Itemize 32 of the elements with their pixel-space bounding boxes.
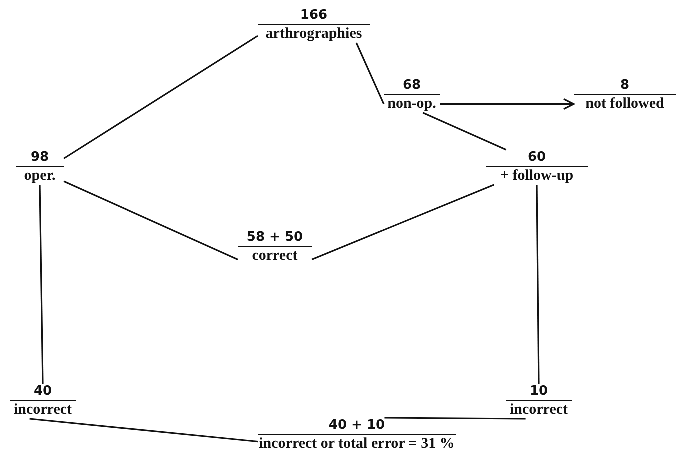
connector-line xyxy=(384,417,526,420)
connector-line xyxy=(536,185,540,384)
count-number: 166 xyxy=(258,8,370,25)
fraction-label xyxy=(258,8,370,43)
connector-line xyxy=(64,35,258,160)
connector-line xyxy=(356,42,385,105)
count-number: 68 xyxy=(384,78,440,95)
connector-line xyxy=(64,180,238,260)
fraction-label xyxy=(486,150,588,185)
fraction-label xyxy=(16,150,64,185)
category-label: incorrect or total error = 31 % xyxy=(258,435,456,453)
count-number: 98 xyxy=(16,150,64,167)
connector-line xyxy=(39,184,44,384)
connector-line xyxy=(30,418,258,443)
count-number: 10 xyxy=(506,384,572,401)
count-number: 60 xyxy=(486,150,588,167)
count-number: 8 xyxy=(574,78,676,95)
connector-line xyxy=(312,184,494,260)
category-label: + follow-up xyxy=(499,167,575,185)
category-label: arthrographies xyxy=(264,25,364,43)
arrow xyxy=(440,98,575,110)
connector-line xyxy=(422,112,507,151)
count-number: 40 + 10 xyxy=(258,418,456,435)
category-label: not followed xyxy=(584,95,666,113)
category-label: non-op. xyxy=(386,95,438,113)
category-label: incorrect xyxy=(508,401,570,419)
fraction-label xyxy=(384,78,440,113)
category-label: incorrect xyxy=(12,401,74,419)
count-number: 58 + 50 xyxy=(238,230,312,247)
category-label: oper. xyxy=(23,167,57,185)
category-label: correct xyxy=(251,247,299,265)
count-number: 40 xyxy=(10,384,76,401)
